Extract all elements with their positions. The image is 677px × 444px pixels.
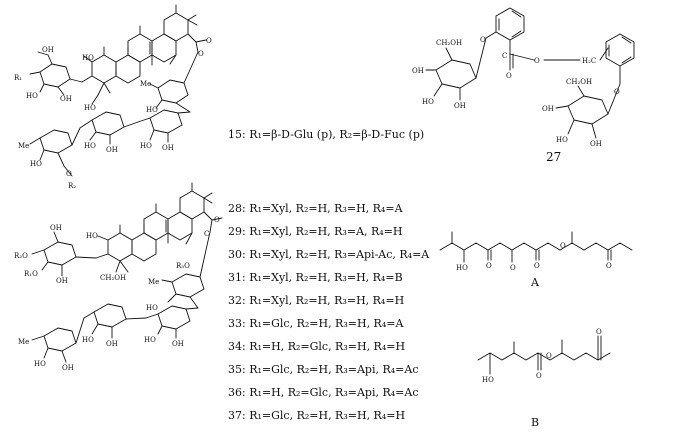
compound-row: 34: R₁=H, R₂=Glc, R₃=H, R₄=H	[228, 340, 406, 353]
label-c: C	[502, 52, 507, 60]
label-me: Me	[148, 278, 159, 286]
series-atom-labels: OH R₂O R₁O OH HO CH₂OH O C R₃O Me HO HO …	[14, 216, 220, 372]
label-r2: R₂	[68, 182, 76, 190]
substituent-a-atom-labels: HO O O O O O	[456, 242, 612, 272]
label-oh: OH	[56, 277, 68, 285]
label-r3o: R₃O	[176, 262, 190, 270]
label-o: O	[614, 88, 620, 96]
label-c: C	[204, 230, 209, 238]
label-oh: OH	[106, 340, 118, 348]
compound-row: 32: R₁=Xyl, R₂=H, R₃=H, R₄=H	[228, 294, 405, 307]
label-ho: HO	[82, 54, 94, 62]
label-ho: HO	[34, 360, 46, 368]
label-r2o: R₂O	[14, 252, 28, 260]
label-ch2oh: CH₂OH	[566, 78, 592, 86]
label-ho: HO	[482, 376, 494, 384]
label-o: O	[606, 262, 612, 270]
label-oh: OH	[590, 140, 602, 148]
label-o: O	[66, 170, 72, 178]
compound-row: 33: R₁=Glc, R₂=H, R₃=H, R₄=A	[228, 317, 404, 330]
label-oh: OH	[50, 224, 62, 232]
compound-row: 28: R₁=Xyl, R₂=H, R₃=H, R₄=A	[228, 202, 403, 215]
label-r1: R₁	[14, 74, 22, 82]
label-ho: HO	[26, 92, 38, 100]
label-o: O	[534, 57, 540, 65]
label-me: Me	[18, 142, 29, 150]
compound-row: 36: R₁=H, R₂=Glc, R₃=Api, R₄=Ac	[228, 386, 419, 399]
label-o: O	[198, 50, 204, 58]
compound-row: 37: R₁=Glc, R₂=H, R₃=H, R₄=H	[228, 409, 406, 422]
compound-15-aglycone	[81, 4, 207, 105]
compound-27-structure: CH₂OH O OH HO OH C O O H₂C CH₂OH O OH HO…	[412, 7, 635, 148]
label-oh: OH	[172, 340, 184, 348]
label-ho: HO	[86, 232, 98, 240]
compound-row: 31: R₁=Xyl, R₂=H, R₃=H, R₄=B	[228, 271, 403, 284]
label-ho: HO	[140, 142, 152, 150]
substituent-b-structure: HO O O O	[477, 328, 611, 384]
label-ch2oh: CH₂OH	[436, 39, 462, 47]
label-o: O	[206, 37, 212, 45]
label-oh: OH	[106, 146, 118, 154]
label-oh: OH	[542, 105, 554, 113]
label-o: O	[486, 262, 492, 270]
series-aglycone	[95, 182, 223, 273]
label-oh: OH	[62, 364, 74, 372]
label-oh: OH	[60, 95, 72, 103]
compound-15-sugars	[29, 51, 199, 177]
label-ho: HO	[82, 336, 94, 344]
label-oh: OH	[42, 46, 54, 54]
substituent-b-label: B	[531, 416, 540, 429]
label-ho: HO	[84, 104, 96, 112]
label-ho: HO	[146, 304, 158, 312]
substituent-a-structure: HO O O O O O	[439, 231, 633, 272]
label-h2c: H₂C	[582, 57, 596, 65]
label-me: Me	[140, 80, 151, 88]
compound-15-caption: 15: R₁=β-D-Glu (p), R₂=β-D-Fuc (p)	[228, 128, 425, 141]
label-o: O	[510, 264, 516, 272]
series-sugars	[31, 231, 211, 363]
label-ho: HO	[456, 264, 468, 272]
label-oh: OH	[454, 102, 466, 110]
compound-15-atom-labels: OH R₁ HO OH HO HO O O Me HO HO OH HO OH …	[14, 37, 212, 190]
label-o: O	[560, 242, 566, 250]
label-oh: OH	[162, 144, 174, 152]
label-ho: HO	[146, 106, 158, 114]
label-o: O	[214, 216, 220, 224]
label-ho: HO	[422, 98, 434, 106]
label-o: O	[480, 36, 486, 44]
label-ho: HO	[30, 160, 42, 168]
label-o: O	[596, 328, 602, 336]
label-ho: HO	[144, 336, 156, 344]
compound-15-structure: OH R₁ HO OH HO HO O O Me HO HO OH HO OH …	[14, 4, 212, 190]
compound-row: 30: R₁=Xyl, R₂=H, R₃=Api-Ac, R₄=A	[228, 248, 430, 261]
label-o: O	[546, 352, 552, 360]
label-ch2oh: CH₂OH	[100, 274, 126, 282]
compound-27-number: 27	[546, 150, 562, 164]
series-28-37-structure: OH R₂O R₁O OH HO CH₂OH O C R₃O Me HO HO …	[14, 182, 223, 372]
label-ho: HO	[556, 136, 568, 144]
label-o: O	[534, 262, 540, 270]
substituent-b-atom-labels: HO O O O	[482, 328, 602, 384]
compound-27-atom-labels: CH₂OH O OH HO OH C O O H₂C CH₂OH O OH HO…	[412, 36, 620, 148]
label-r1o: R₁O	[24, 270, 38, 278]
substituent-a-label: A	[531, 276, 539, 289]
compound-row: 35: R₁=Glc, R₂=H, R₃=Api, R₄=Ac	[228, 363, 419, 376]
label-me: Me	[18, 338, 29, 346]
label-ho: HO	[84, 142, 96, 150]
label-o: O	[506, 72, 512, 80]
label-o: O	[536, 372, 542, 380]
compound-row: 29: R₁=Xyl, R₂=H, R₃=A, R₄=H	[228, 225, 403, 238]
label-oh: OH	[412, 67, 424, 75]
